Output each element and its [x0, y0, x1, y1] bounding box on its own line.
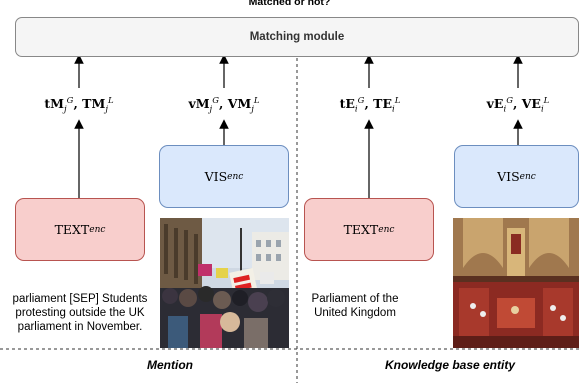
entity-parliament-painting [453, 218, 579, 348]
matched-question: Matched or not? [248, 0, 331, 8]
entity-vis-embedding: vEiG, VEiL [486, 96, 550, 115]
entity-caption: Parliament of the United Kingdom [311, 293, 399, 319]
mention-text-embedding: tMjG, TMjL [44, 96, 114, 115]
mention-caption: parliament [SEP] Students protesting out… [12, 293, 148, 333]
mention-vis-embedding: vMjG, VMjL [188, 96, 260, 115]
matching-module: Matching module [15, 17, 579, 57]
mention-protest-photo [160, 218, 289, 348]
entity-section-label: Knowledge base entity [384, 358, 516, 372]
mention-section-label: Mention [147, 358, 193, 372]
matching-module-label: Matching module [249, 31, 345, 43]
entity-text-embedding: tEiG, TEiL [339, 96, 401, 115]
